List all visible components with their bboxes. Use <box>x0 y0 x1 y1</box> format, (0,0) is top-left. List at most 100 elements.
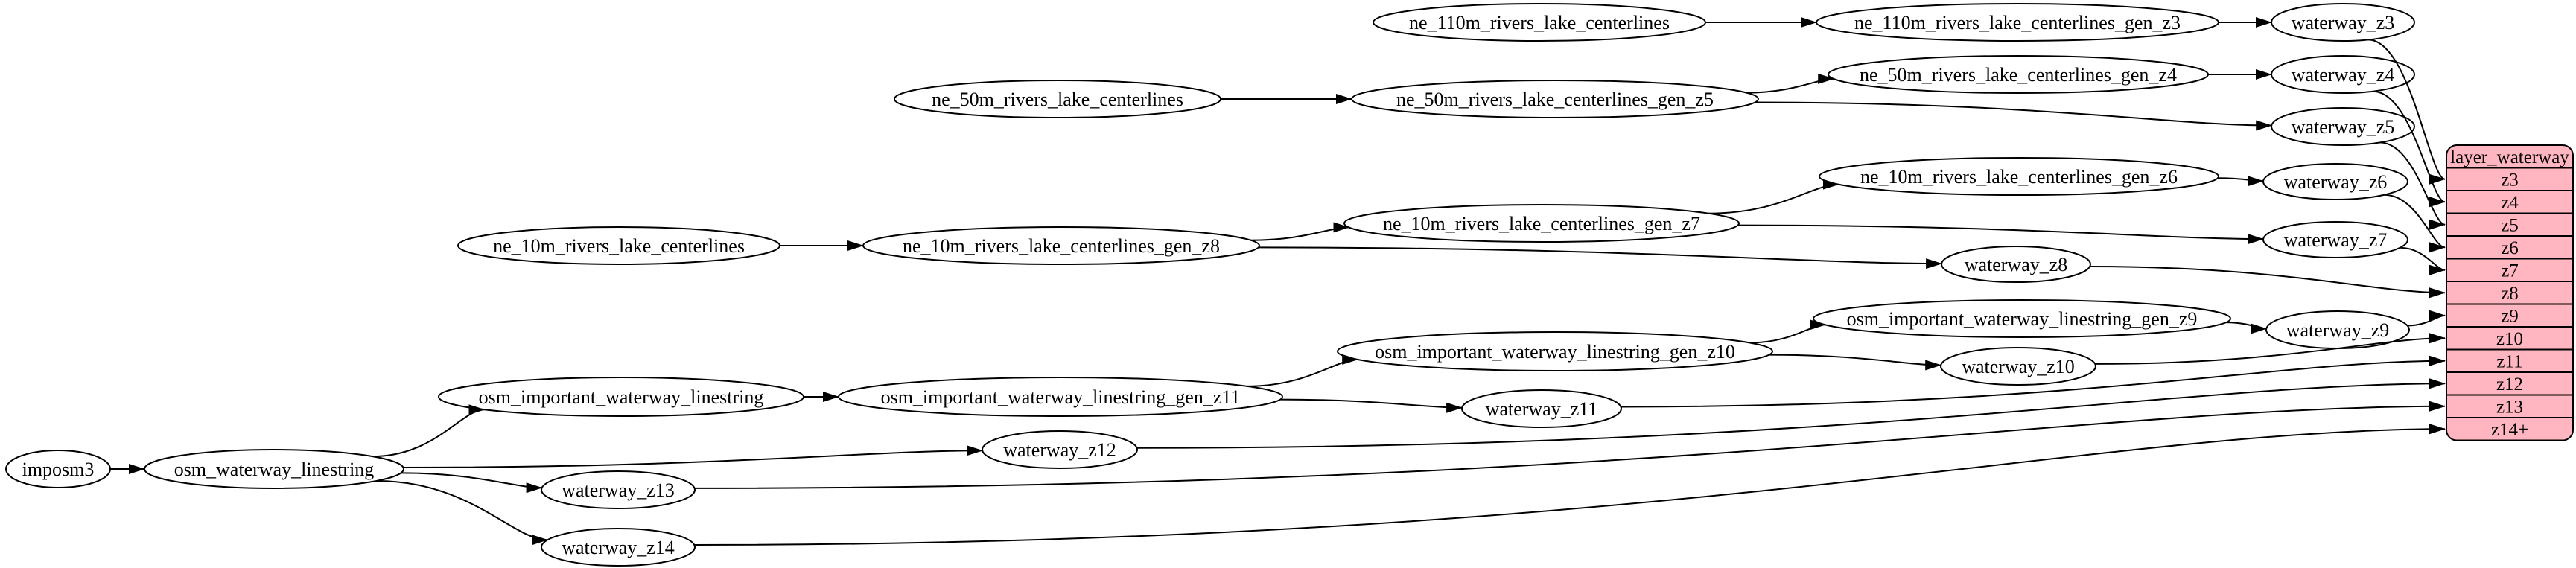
graph-node-ne_110m_rivers_lake_centerlines: ne_110m_rivers_lake_centerlines <box>1373 3 1706 42</box>
graph-node-waterway_z14: waterway_z14 <box>541 528 696 567</box>
table-row-z14+: z14+ <box>2491 420 2528 440</box>
graph-node-waterway_z9: waterway_z9 <box>2265 310 2410 349</box>
table-row-z6: z6 <box>2501 238 2519 258</box>
graph-node-osm_important_waterway_linestring_gen_z9: osm_important_waterway_linestring_gen_z9 <box>1813 299 2231 338</box>
graph-node-waterway_z10: waterway_z10 <box>1940 347 2096 386</box>
table-header: layer_waterway <box>2450 147 2569 167</box>
graph-edge <box>1258 246 1943 269</box>
table-row-z10: z10 <box>2496 329 2523 349</box>
table-row-z9: z9 <box>2501 306 2519 326</box>
graph-edge <box>2095 333 2446 365</box>
graph-node-waterway_z6: waterway_z6 <box>2262 163 2408 200</box>
graph-edge <box>1755 101 2273 131</box>
node-label: ne_50m_rivers_lake_centerlines_gen_z4 <box>1860 64 2177 86</box>
node-label: ne_110m_rivers_lake_centerlines <box>1409 12 1670 33</box>
graph-node-osm_important_waterway_linestring_gen_z10: osm_important_waterway_linestring_gen_z1… <box>1337 331 1773 371</box>
node-label: ne_50m_rivers_lake_centerlines <box>932 89 1183 110</box>
graph-node-ne_110m_rivers_lake_centerlines_gen_z3: ne_110m_rivers_lake_centerlines_gen_z3 <box>1816 3 2219 42</box>
node-label: ne_50m_rivers_lake_centerlines_gen_z5 <box>1396 89 1714 110</box>
graph-node-osm_important_waterway_linestring_gen_z11: osm_important_waterway_linestring_gen_z1… <box>838 377 1283 417</box>
graph-edge <box>1247 354 1359 387</box>
graph-node-ne_10m_rivers_lake_centerlines: ne_10m_rivers_lake_centerlines <box>457 226 780 265</box>
graph-edge <box>694 424 2446 546</box>
graph-edge <box>2090 266 2446 299</box>
graph-node-waterway_z8: waterway_z8 <box>1941 246 2091 283</box>
node-label: waterway_z10 <box>1962 356 2075 377</box>
graph-edge <box>2384 194 2446 253</box>
node-label: ne_10m_rivers_lake_centerlines_gen_z7 <box>1383 213 1700 234</box>
node-ellipse <box>1337 331 1773 371</box>
node-label: ne_10m_rivers_lake_centerlines_gen_z8 <box>903 235 1220 257</box>
graph-edge <box>1749 319 1826 344</box>
graph-node-waterway_z4: waterway_z4 <box>2271 55 2415 94</box>
node-ellipse <box>541 528 696 567</box>
table-row-z5: z5 <box>2501 215 2519 235</box>
graph-edge <box>1769 354 1942 371</box>
graph-node-waterway_z12: waterway_z12 <box>982 430 1138 469</box>
node-label: waterway_z4 <box>2292 64 2395 86</box>
table-row-z13: z13 <box>2496 397 2523 417</box>
graph-edge <box>2379 141 2446 230</box>
node-label: imposm3 <box>22 459 95 480</box>
graph-edge <box>2226 322 2268 334</box>
graph-node-ne_50m_rivers_lake_centerlines_gen_z4: ne_50m_rivers_lake_centerlines_gen_z4 <box>1828 55 2209 94</box>
graph-node-osm_important_waterway_linestring: osm_important_waterway_linestring <box>438 377 804 417</box>
graph-edge <box>1136 378 2446 449</box>
node-label: waterway_z5 <box>2292 116 2395 138</box>
graph-edge <box>2217 176 2264 187</box>
node-label: waterway_z12 <box>1003 439 1116 461</box>
node-label: waterway_z14 <box>562 537 675 558</box>
graph-node-ne_50m_rivers_lake_centerlines_gen_z5: ne_50m_rivers_lake_centerlines_gen_z5 <box>1351 80 1759 118</box>
graph-node-osm_waterway_linestring: osm_waterway_linestring <box>144 449 404 489</box>
node-label: osm_important_waterway_linestring_gen_z1… <box>881 386 1241 408</box>
node-label: waterway_z13 <box>562 479 675 501</box>
graph-node-imposm3: imposm3 <box>5 450 111 488</box>
node-ellipse <box>1819 157 2219 196</box>
table-row-z12: z12 <box>2496 374 2523 395</box>
graph-edge <box>2373 90 2446 208</box>
node-label: waterway_z8 <box>1965 254 2068 275</box>
node-label: waterway_z11 <box>1486 398 1598 420</box>
node-label: waterway_z9 <box>2286 319 2390 341</box>
graph-edge <box>2367 39 2446 185</box>
graph-edge <box>694 401 2446 489</box>
graph-node-waterway_z7: waterway_z7 <box>2262 221 2408 258</box>
graph-edge <box>401 472 543 494</box>
graph-edge <box>1280 398 1463 413</box>
graph-edge <box>1621 355 2446 408</box>
node-ellipse <box>1813 299 2231 338</box>
graph-edge <box>2407 310 2446 327</box>
graph-edge <box>403 445 984 468</box>
graph-node-waterway_z3: waterway_z3 <box>2271 3 2415 42</box>
graph-node-ne_10m_rivers_lake_centerlines_gen_z7: ne_10m_rivers_lake_centerlines_gen_z7 <box>1343 204 1740 243</box>
graph-node-waterway_z11: waterway_z11 <box>1461 389 1622 428</box>
graph-edge <box>1708 179 1839 214</box>
graph-edge <box>1250 222 1350 241</box>
table-row-z3: z3 <box>2501 170 2519 190</box>
node-label: waterway_z3 <box>2292 12 2395 33</box>
graph-node-waterway_z5: waterway_z5 <box>2271 107 2415 146</box>
node-label: ne_110m_rivers_lake_centerlines_gen_z3 <box>1854 12 2181 33</box>
node-label: osm_important_waterway_linestring <box>479 386 764 408</box>
graph-node-ne_10m_rivers_lake_centerlines_gen_z8: ne_10m_rivers_lake_centerlines_gen_z8 <box>862 226 1260 265</box>
graph-node-ne_50m_rivers_lake_centerlines: ne_50m_rivers_lake_centerlines <box>894 80 1221 118</box>
node-label: osm_important_waterway_linestring_gen_z9 <box>1847 308 2198 330</box>
graph-edge <box>372 404 486 458</box>
table-row-z11: z11 <box>2496 351 2522 371</box>
graph-edge <box>376 480 549 546</box>
table-row-z7: z7 <box>2501 261 2519 281</box>
node-label: ne_10m_rivers_lake_centerlines <box>493 235 745 257</box>
table-row-z4: z4 <box>2501 193 2519 213</box>
node-label: osm_waterway_linestring <box>174 459 375 480</box>
graph-node-ne_10m_rivers_lake_centerlines_gen_z6: ne_10m_rivers_lake_centerlines_gen_z6 <box>1819 157 2219 196</box>
table-row-z8: z8 <box>2501 284 2519 304</box>
node-label: osm_important_waterway_linestring_gen_z1… <box>1375 341 1735 363</box>
node-label: waterway_z6 <box>2284 171 2388 193</box>
node-label: waterway_z7 <box>2284 229 2388 251</box>
graph-node-waterway_z13: waterway_z13 <box>541 470 696 509</box>
table-outline <box>2446 144 2574 441</box>
graph-edge <box>1746 73 1835 94</box>
